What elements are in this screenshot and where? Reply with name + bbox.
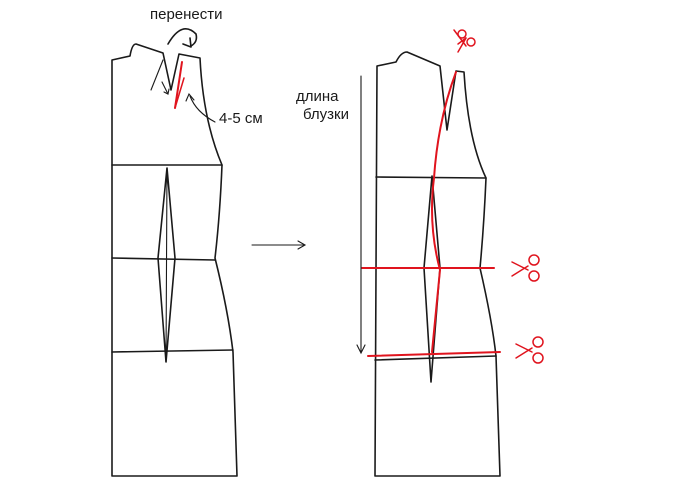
right-waist-dart: [423, 175, 441, 383]
scissors-icon: [511, 254, 540, 282]
left-dart-center-line: [165, 167, 168, 363]
left-hip-line: [111, 349, 234, 353]
blouse-length-label-line1: длина: [296, 88, 339, 105]
left-dart-guide: [150, 59, 164, 91]
right-cut-line: [431, 71, 457, 353]
left-dart-arrow-head: [163, 88, 170, 95]
left-new-dart-line: [174, 61, 183, 109]
right-pattern: [361, 51, 501, 477]
left-waist-line: [111, 257, 216, 261]
left-dart-arrow-line: [161, 81, 169, 95]
dart-size-label: 4-5 см: [219, 110, 263, 127]
left-pattern: [111, 43, 238, 477]
right-bust-line: [375, 176, 487, 179]
blouse-length-label-line2: блузки: [303, 106, 349, 123]
dart-size-pointer: [185, 92, 216, 123]
arrow-right-icon: [251, 240, 307, 250]
right-hip-line: [374, 355, 497, 361]
scissors-icon: [515, 336, 544, 364]
left-new-dart-line-2: [174, 77, 185, 109]
blouse-length-arrow: [356, 75, 366, 355]
curved-arrow-icon: [167, 28, 198, 48]
scissors-icon: [453, 29, 476, 53]
move-label: перенести: [150, 6, 223, 23]
right-cut-line-hip: [367, 351, 501, 357]
